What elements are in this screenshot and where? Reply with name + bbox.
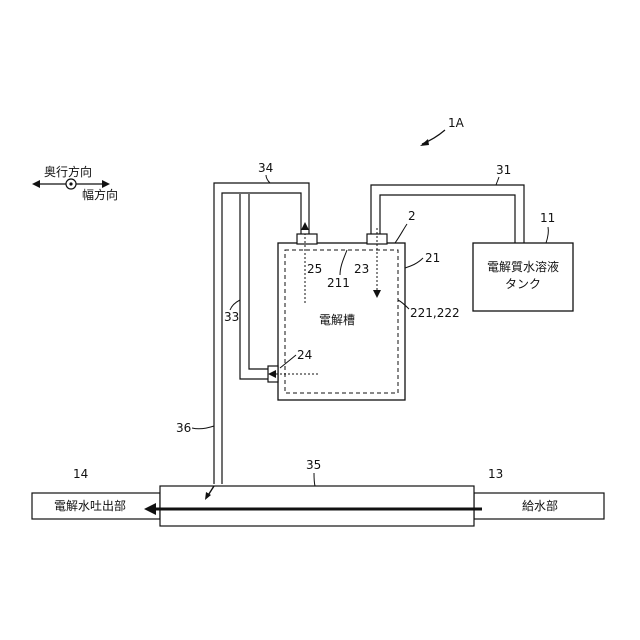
flow-arrow-outlet-icon — [301, 222, 309, 230]
outlet-label: 電解水吐出部 — [54, 498, 126, 513]
ref-2-leader — [395, 224, 407, 243]
port-25 — [297, 234, 317, 244]
ref-35-leader — [314, 473, 315, 486]
port-23 — [367, 234, 387, 244]
ref-21: 21 — [425, 251, 440, 265]
ref-pipe-33: 33 — [224, 310, 239, 324]
ref-211: 211 — [327, 276, 350, 290]
ref-14: 14 — [73, 467, 88, 481]
ref-21-leader — [405, 258, 423, 268]
tank-label-line1: 電解質水溶液 — [487, 259, 559, 274]
pipe-33-outer — [240, 194, 270, 379]
ref-11-leader — [546, 227, 548, 243]
ref-pipe-34: 34 — [258, 161, 273, 175]
water-supply-label: 給水部 — [522, 498, 558, 513]
ref-35: 35 — [306, 458, 321, 472]
ref-23: 23 — [354, 262, 369, 276]
ref-221-222: 221,222 — [410, 306, 460, 320]
figure-label-arrowhead-icon — [420, 139, 429, 146]
ref-25: 25 — [307, 262, 322, 276]
ref-36-leader — [192, 426, 214, 429]
ref-pipe-31: 31 — [496, 163, 511, 177]
ref-pipe-36: 36 — [176, 421, 191, 435]
main-pipe — [160, 486, 474, 526]
pipe-31-outer — [371, 185, 524, 243]
depth-direction-label: 奥行方向 — [44, 164, 92, 179]
ref-13: 13 — [488, 467, 503, 481]
ref-11: 11 — [540, 211, 555, 225]
electrolytic-cell-label: 電解槽 — [319, 313, 355, 327]
width-direction-label: 幅方向 — [82, 187, 118, 202]
ref-24: 24 — [297, 348, 312, 362]
ref-34-leader — [266, 175, 270, 183]
ref-33-leader — [230, 300, 240, 310]
pipe-33-inner — [249, 194, 270, 369]
ref-2: 2 — [408, 209, 416, 223]
ref-31-leader — [496, 177, 499, 185]
tank-label-line2: タンク — [505, 277, 541, 291]
figure-label: 1A — [448, 116, 465, 130]
